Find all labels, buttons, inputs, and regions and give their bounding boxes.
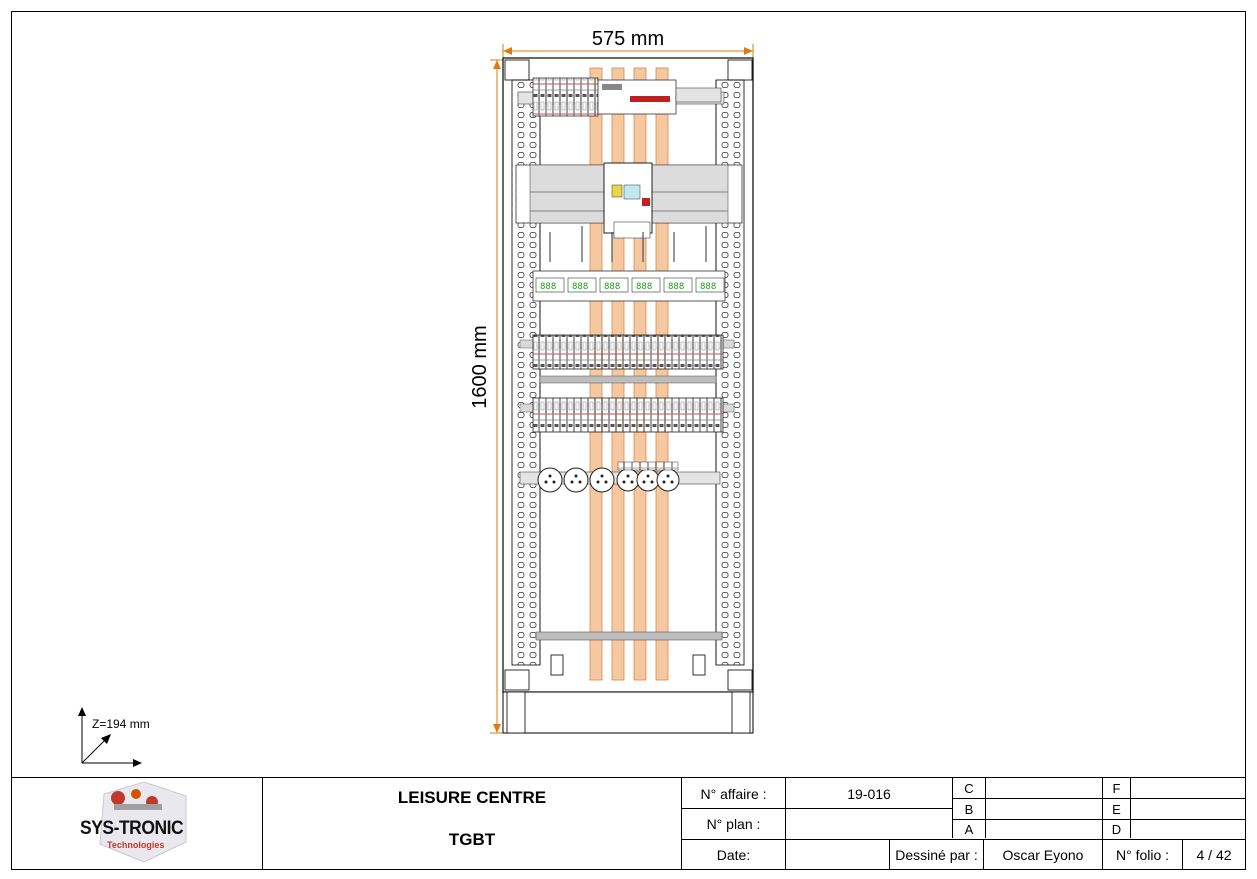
revision-c: C (964, 780, 974, 796)
cabinet-drawing: 575 mm 1600 mm (78, 28, 754, 767)
date-label: Date: (716, 847, 751, 863)
height-dimension: 1600 mm (469, 59, 510, 734)
affaire-value: 19-016 (847, 786, 891, 802)
revision-b: B (964, 801, 974, 817)
project-subtitle: TGBT (448, 830, 496, 849)
company-logo: SYS-TRONIC Technologies (74, 781, 204, 868)
drawn-by-label: Dessiné par : (895, 847, 978, 863)
main-breaker-rail (515, 162, 743, 239)
folio-label: N° folio : (1115, 847, 1170, 863)
bottom-crossbar (535, 631, 723, 641)
meter-display-2: 888 (572, 282, 588, 292)
drawn-by-value: Oscar Eyono (1002, 847, 1084, 863)
meter-display-5: 888 (668, 282, 684, 292)
vertical-connectors (549, 226, 707, 262)
revision-a: A (964, 822, 974, 837)
width-dimension-label: 575 mm (592, 28, 664, 50)
breaker-row-2 (519, 397, 735, 433)
folio-value: 4 / 42 (1196, 847, 1232, 863)
depth-note: Z=194 mm (92, 717, 150, 731)
breaker-row-1 (519, 334, 735, 384)
revision-e: E (1112, 801, 1121, 817)
plan-label: N° plan : (706, 816, 761, 832)
affaire-label: N° affaire : (700, 786, 767, 802)
width-dimension: 575 mm (502, 28, 754, 68)
height-dimension-label: 1600 mm (469, 325, 491, 408)
revision-d: D (1111, 822, 1122, 837)
axis-icon (78, 707, 142, 767)
logo-brand: SYS-TRONIC (80, 818, 184, 839)
date-value (786, 840, 889, 870)
logo-subtitle: Technologies (107, 840, 165, 850)
meter-display-1: 888 (540, 282, 556, 292)
project-title: LEISURE CENTRE (397, 788, 547, 807)
revision-f: F (1112, 780, 1121, 796)
meter-display-6: 888 (700, 282, 716, 292)
title-block: SYS-TRONIC Technologies LEISURE CENTRE T… (11, 777, 1246, 870)
top-device-row (517, 77, 725, 117)
meter-display-4: 888 (636, 282, 652, 292)
logo-graphic (99, 781, 187, 863)
meter-row: 888 888 888 888 888 888 (532, 270, 726, 302)
meter-display-3: 888 (604, 282, 620, 292)
plan-value (786, 809, 952, 839)
socket-row (519, 461, 721, 493)
